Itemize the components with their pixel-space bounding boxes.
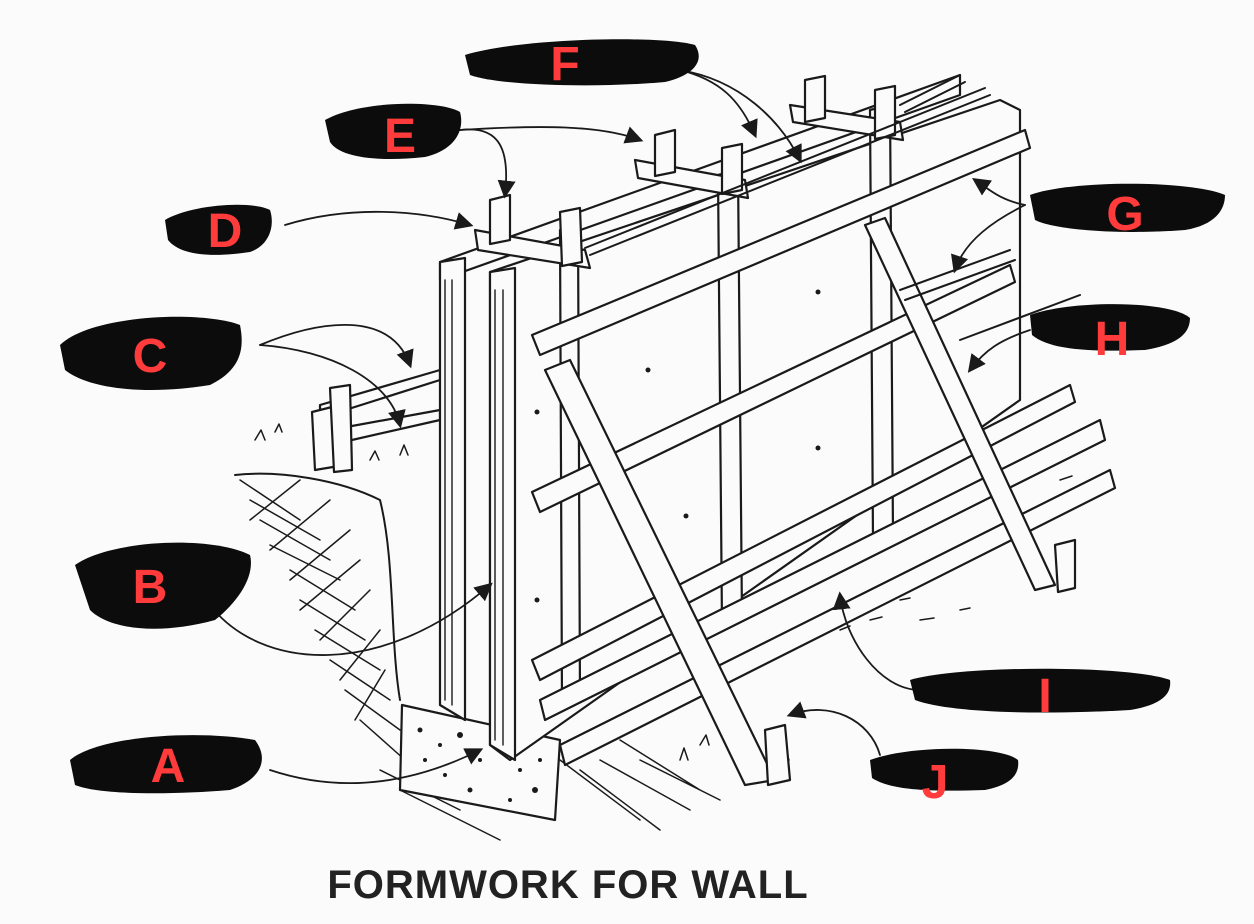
label-d-text: D [208,205,243,258]
label-c-text: C [133,330,168,383]
label-b: B [75,542,251,629]
stakes [763,538,1077,787]
leader-arrows [209,69,1031,785]
top-yokes [473,74,905,270]
back-walers [310,368,442,474]
top-ties [584,74,991,256]
label-e-text: E [384,110,416,163]
label-f: F [465,38,699,91]
label-g: G [1030,183,1225,241]
label-h: H [1030,304,1190,366]
label-j: J [870,748,1019,809]
label-f-text: F [550,38,579,91]
label-g-text: G [1106,188,1143,241]
label-i: I [910,668,1171,723]
figure-caption: FORMWORK FOR WALL [327,863,808,907]
label-h-text: H [1095,313,1130,366]
label-j-text: J [922,756,949,809]
label-i-text: I [1038,670,1051,723]
label-a-text: A [151,740,186,793]
label-a: A [70,735,262,794]
label-d: D [165,204,272,258]
label-e: E [325,103,462,163]
label-c: C [60,316,242,390]
label-b-text: B [133,561,168,614]
